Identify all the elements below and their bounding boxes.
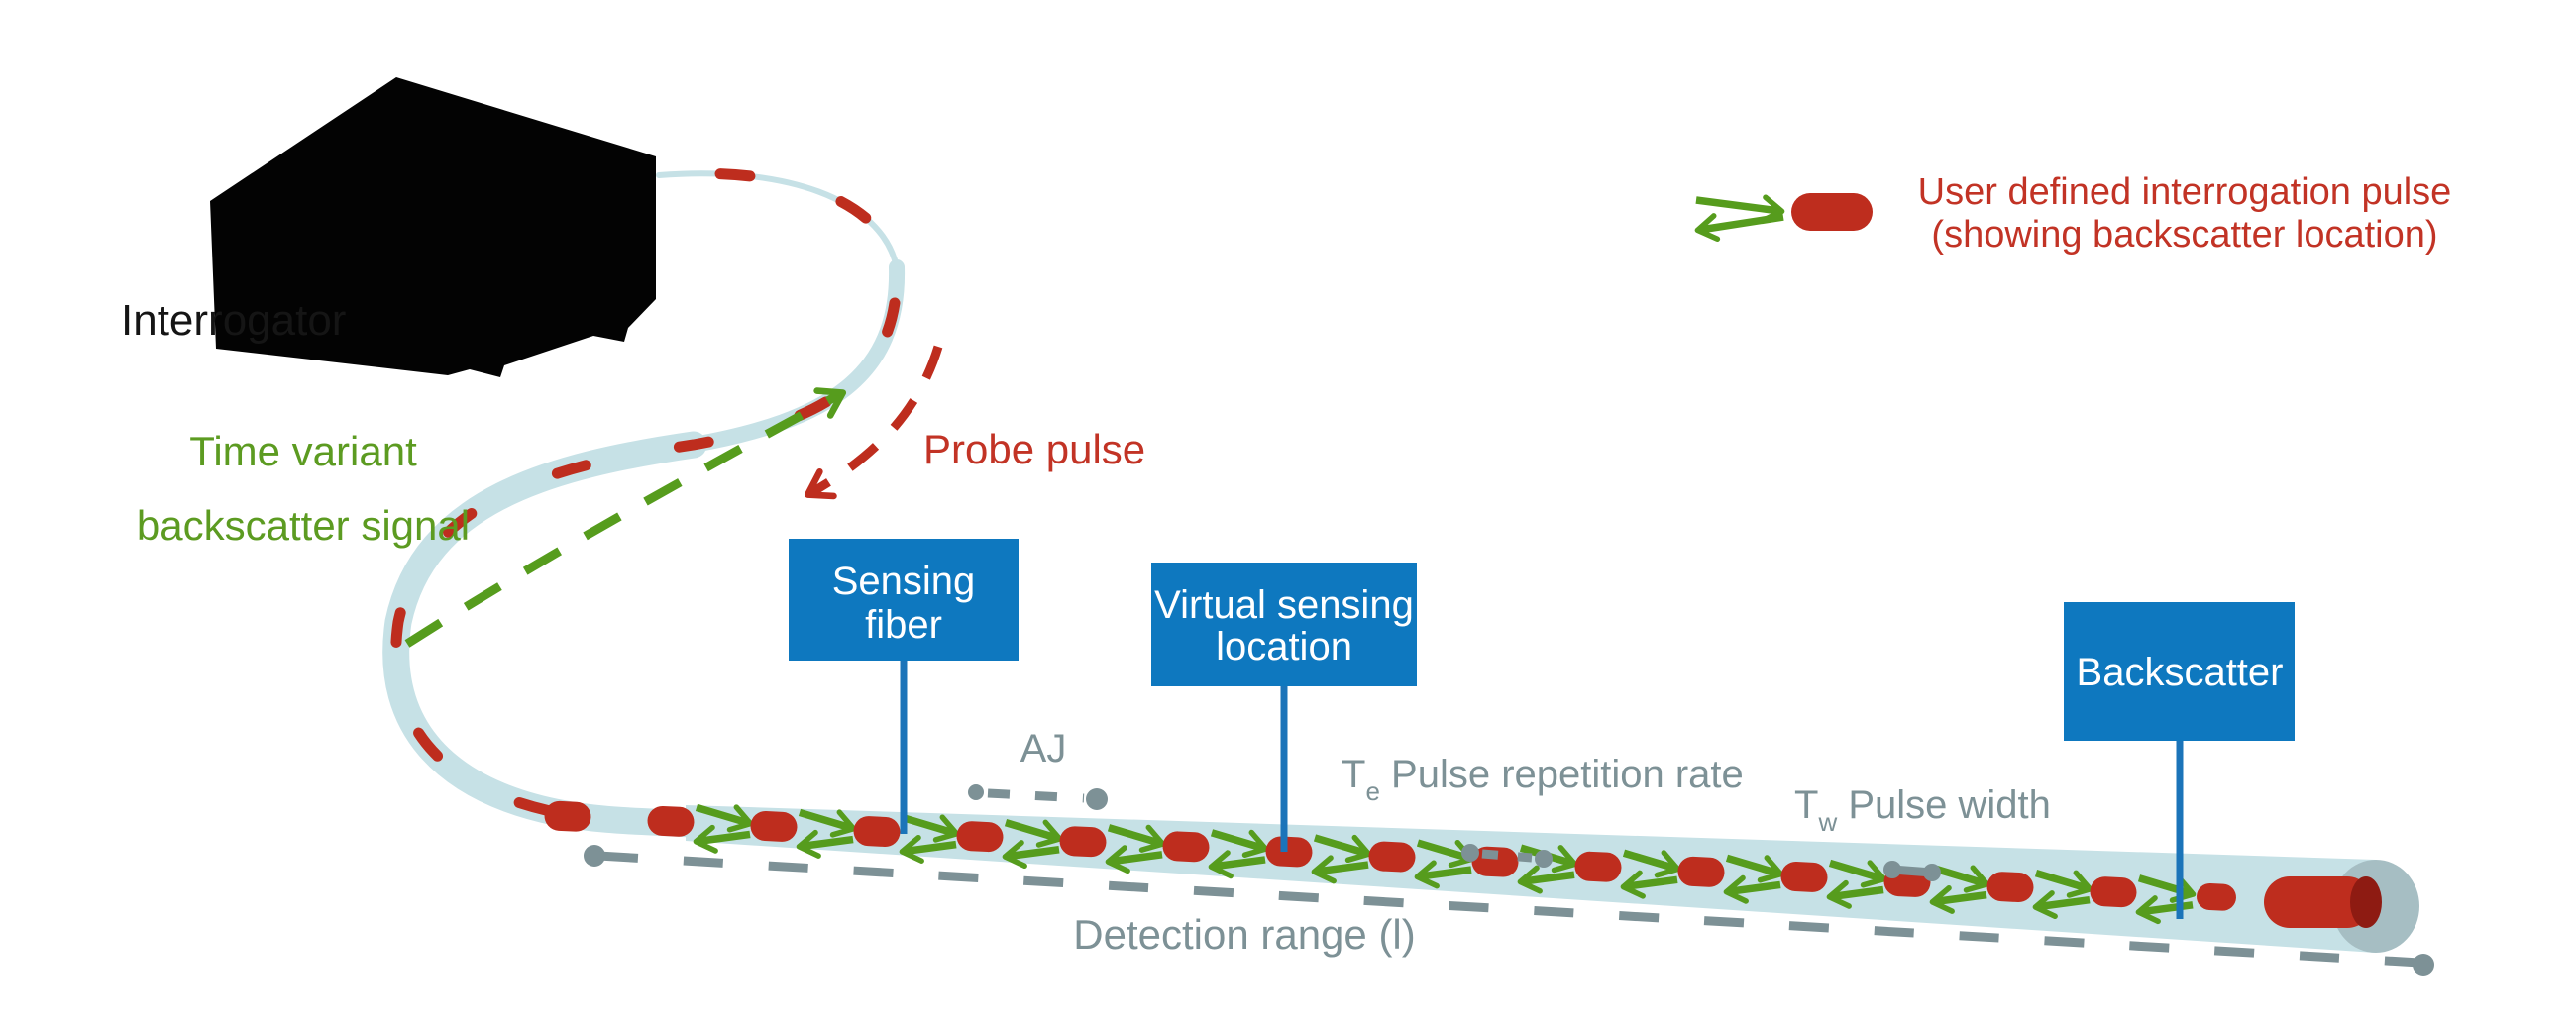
pulse-pill	[1574, 851, 1622, 882]
pulse-arrow-back-icon	[1311, 855, 1369, 884]
pulse-arrow-back-icon	[1002, 840, 1060, 870]
callout-virtual-sensing: Virtual sensing location	[1151, 563, 1417, 852]
backscatter-label-line2: backscatter signal	[137, 502, 470, 549]
probe-pulse-label: Probe pulse	[923, 426, 1145, 472]
detection-range: Detection range (l)	[584, 845, 2434, 976]
pulse-arrow-back-icon	[1929, 884, 1987, 914]
fiber-curve-loop	[382, 431, 707, 838]
backscatter-label-line1: Time variant	[189, 428, 417, 474]
pulse-arrow-back-icon	[1723, 874, 1781, 904]
pulse-arrow-forward-icon	[1622, 849, 1681, 878]
pulse-arrow-forward-icon	[1107, 824, 1166, 853]
tw-label: Tw Pulse width	[1794, 783, 2051, 837]
measurement-tw: Tw Pulse width	[1794, 783, 2051, 881]
pulse-arrow-back-icon	[1105, 845, 1163, 874]
virtual-sensing-box	[1151, 563, 1417, 686]
fiber-curve-thin	[656, 170, 900, 270]
pulse-arrow-back-icon	[899, 835, 957, 864]
pulse-pill	[1265, 836, 1313, 868]
backscatter-label: Backscatter	[2077, 651, 2284, 694]
callout-sensing-fiber: Sensing fiber	[789, 539, 1019, 834]
backscatter-box	[2064, 602, 2295, 741]
legend-arrow-forward-icon	[1695, 194, 1785, 224]
pulse-pill	[647, 805, 695, 837]
legend-line2: (showing backscatter location)	[1931, 214, 2437, 256]
pulse-arrow-forward-icon	[798, 808, 857, 838]
pulse-arrow-forward-icon	[901, 813, 960, 843]
probe-pulse-dashes-on-fiber	[390, 167, 903, 818]
pulse-arrow-back-icon	[1517, 865, 1575, 894]
delta-dot-right-icon	[1086, 788, 1108, 810]
pulse-arrow-back-icon	[796, 829, 854, 859]
pulse-arrow-back-icon	[1414, 860, 1472, 889]
legend: User defined interrogation pulse (showin…	[1694, 171, 2452, 256]
interrogator: Interrogator	[121, 77, 656, 377]
delta-label: AJ	[1020, 727, 1067, 771]
pulse-pill	[1368, 841, 1416, 873]
detection-dot-left-icon	[584, 845, 605, 867]
pulse-pill	[1677, 856, 1725, 887]
legend-pulse-pill-icon	[1791, 193, 1873, 231]
pulse-arrow-forward-icon	[1725, 854, 1784, 883]
fiber-straight-run	[544, 800, 2419, 953]
backscatter-signal-arrow	[404, 387, 847, 648]
te-dashed-line	[1481, 849, 1533, 863]
interrogator-label: Interrogator	[121, 296, 346, 345]
delta-dot-left-icon	[968, 784, 984, 800]
pulse-arrow-back-icon	[1620, 870, 1678, 899]
legend-arrow-back-icon	[1694, 213, 1784, 243]
sensing-fiber-label-line1: Sensing	[832, 560, 976, 603]
tw-line	[1891, 865, 1933, 877]
pulse-pill	[1162, 831, 1210, 863]
pulse-arrow-forward-icon	[1210, 829, 1269, 858]
legend-line1: User defined interrogation pulse	[1918, 171, 2452, 213]
pulse-pill	[956, 821, 1004, 853]
probe-pulse-arrow	[804, 345, 943, 500]
pulse-pill	[2197, 882, 2236, 911]
sensing-fiber-label-line2: fiber	[865, 603, 942, 647]
pulse-pill	[853, 816, 901, 847]
long-pulse-dark-cap	[2350, 876, 2382, 928]
pulse-arrow-back-icon	[1826, 879, 1884, 909]
pulse-arrow-forward-icon	[1931, 864, 1990, 893]
delta-dashed-line	[987, 788, 1085, 803]
detection-range-label: Detection range (l)	[1073, 911, 1416, 958]
pulse-arrow-back-icon	[693, 824, 751, 854]
pulse-train	[544, 800, 2236, 925]
pulse-arrow-forward-icon	[1004, 819, 1063, 848]
pulse-pill	[1986, 872, 2034, 903]
pulse-arrow-forward-icon	[2034, 870, 2093, 898]
pulse-arrow-back-icon	[2032, 890, 2091, 920]
pulse-pill	[1059, 826, 1107, 858]
virtual-sensing-label-line1: Virtual sensing	[1154, 583, 1414, 627]
pulse-arrow-forward-icon	[695, 803, 754, 833]
virtual-sensing-label-line2: location	[1216, 625, 1352, 668]
te-dot-right-icon	[1535, 850, 1553, 868]
pulse-pill	[1780, 862, 1828, 892]
pulse-arrow-forward-icon	[1313, 834, 1372, 864]
measurement-te: Te Pulse repetition rate	[1342, 753, 1744, 868]
pulse-pill	[2090, 876, 2137, 908]
pulse-pill	[750, 811, 798, 842]
long-pulse-cylinder	[2264, 876, 2373, 928]
fiber-curve	[382, 167, 906, 838]
te-dot-left-icon	[1461, 844, 1479, 862]
measurement-delta: AJ	[968, 727, 1108, 810]
pulse-arrow-back-icon	[1208, 850, 1266, 879]
pulse-pill	[544, 800, 591, 832]
callout-backscatter: Backscatter	[2064, 602, 2295, 919]
pulse-arrow-forward-icon	[1416, 839, 1475, 869]
te-label: Te Pulse repetition rate	[1342, 753, 1744, 806]
interrogator-box	[210, 77, 656, 377]
pulse-arrow-back-icon	[2135, 895, 2194, 925]
pulse-arrow-forward-icon	[1828, 859, 1887, 888]
sensing-fiber-box	[789, 539, 1019, 661]
